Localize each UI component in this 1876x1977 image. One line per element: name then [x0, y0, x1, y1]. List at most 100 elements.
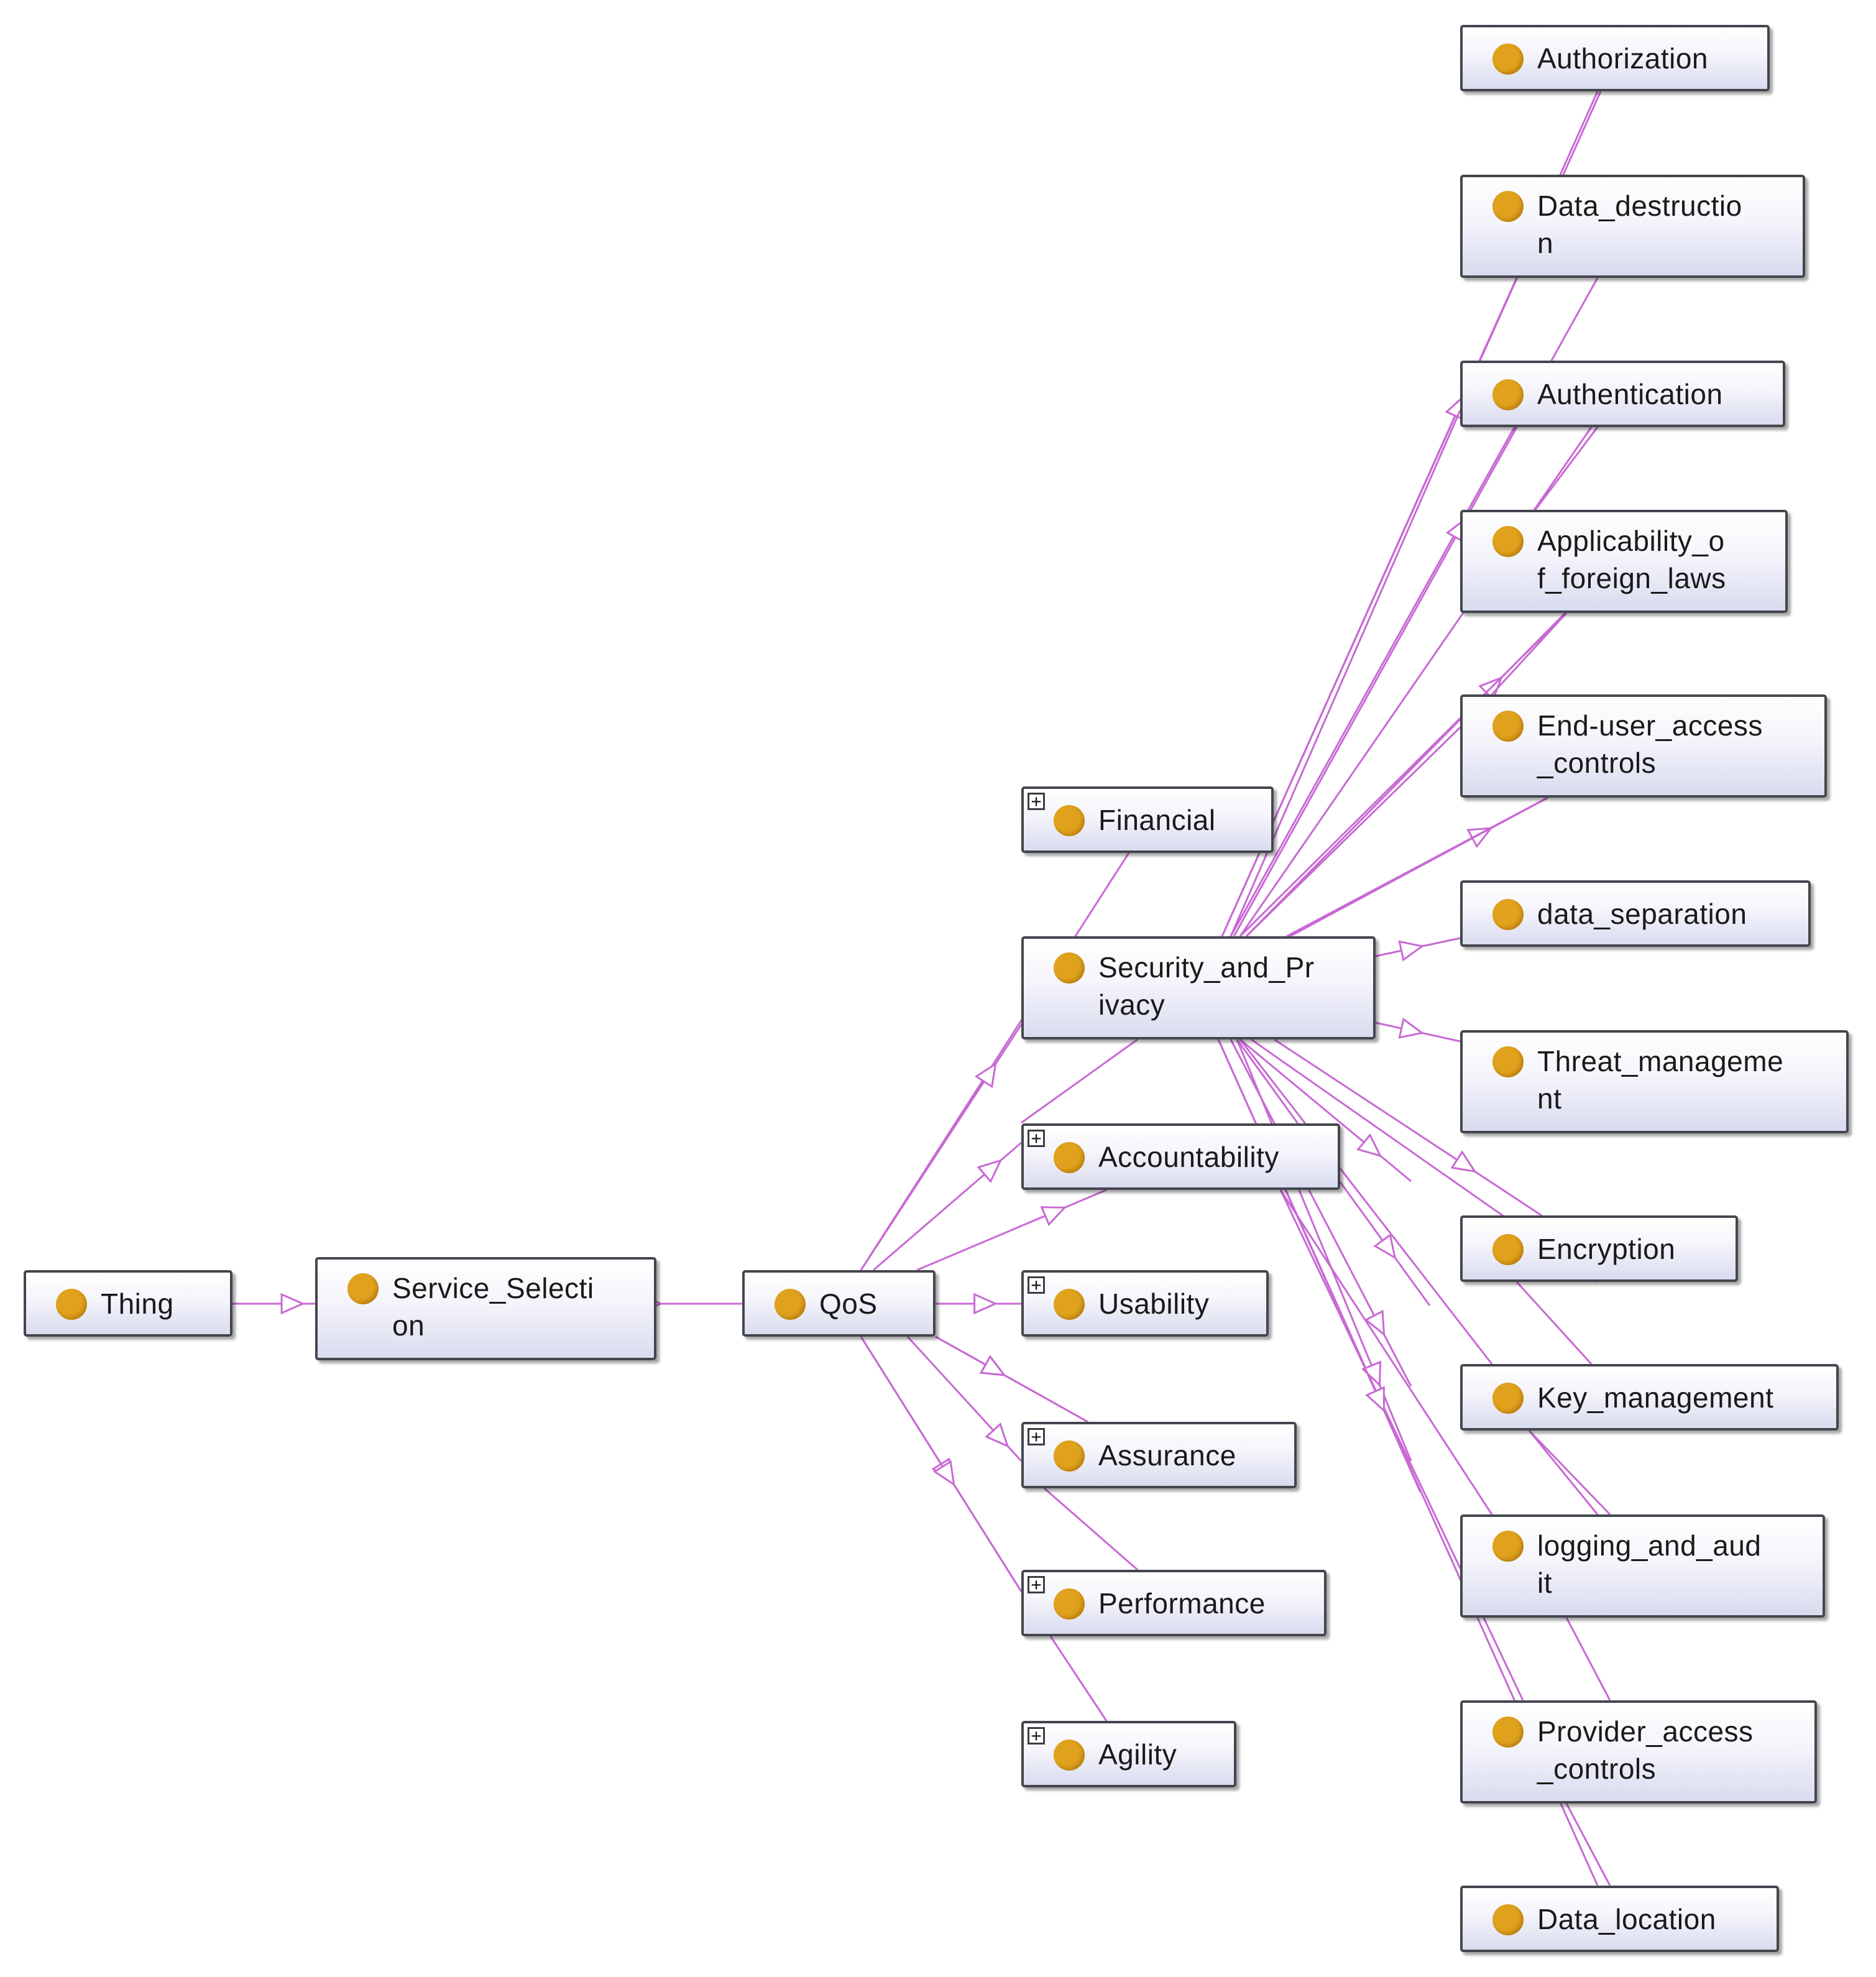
- edge-laws-enduser-link: [1491, 612, 1568, 696]
- class-circle-icon: [1492, 44, 1524, 75]
- class-node-threat-management[interactable]: Threat_manageme nt: [1460, 1030, 1849, 1133]
- class-node-thing[interactable]: Thing: [24, 1270, 232, 1337]
- class-circle-icon: [1492, 191, 1524, 222]
- class-node-label: Assurance: [1098, 1439, 1236, 1472]
- arrowhead-sp-logging-arrow: [1364, 1309, 1386, 1337]
- class-circle-icon: [1054, 1142, 1085, 1173]
- edge-qos-accountability-upper: [916, 1189, 1107, 1271]
- class-node-label: End-user_access _controls: [1537, 709, 1763, 779]
- class-node-label: Security_and_Pr ivacy: [1098, 951, 1315, 1021]
- edge-authn-laws-link: [1534, 426, 1599, 510]
- edge-sp-enduser-upper: [1245, 726, 1461, 938]
- arrowhead-qos-to-accountability: [977, 1159, 1003, 1184]
- class-circle-icon: [1492, 526, 1524, 557]
- class-node-label: Authentication: [1537, 378, 1723, 410]
- class-node-label: Encryption: [1537, 1233, 1676, 1265]
- expand-plus-icon[interactable]: +: [1028, 793, 1045, 810]
- class-node-key-management[interactable]: Key_management: [1460, 1364, 1839, 1431]
- class-node-data-destruction[interactable]: Data_destructio n: [1460, 175, 1805, 278]
- class-node-label: Data_location: [1537, 1903, 1716, 1935]
- class-circle-icon: [1492, 1383, 1524, 1414]
- class-node-label: data_separation: [1537, 898, 1747, 930]
- arrowhead-qos-performance-arrow: [933, 1460, 955, 1486]
- edge-sp-keymgmt-lower: [1239, 1039, 1493, 1365]
- arrowhead-sp-encryption-lower: [1356, 1133, 1382, 1158]
- class-node-assurance[interactable]: + Assurance: [1021, 1422, 1297, 1488]
- edge-qos-to-accountability: [873, 1141, 1022, 1271]
- arrowhead-sp-keymgmt-arrow: [1373, 1233, 1397, 1260]
- edge-qos-agility-link: [1049, 1636, 1108, 1721]
- edge-sp-provider-lower: [1528, 1429, 1611, 1516]
- edge-sp-provider-arrow: [1236, 1039, 1412, 1462]
- class-node-label: Service_Selecti on: [392, 1272, 594, 1342]
- edge-sp-authentication-upper: [1230, 410, 1461, 937]
- class-node-data-separation[interactable]: data_separation: [1460, 880, 1811, 947]
- edge-keymgmt-logging-link: [1528, 1430, 1599, 1515]
- class-node-label: Key_management: [1537, 1381, 1774, 1414]
- edge-sp-location-tail: [1565, 1803, 1611, 1886]
- class-circle-icon: [1054, 1740, 1085, 1771]
- edge-security-and-privacy-to-key-management: [1375, 1021, 1461, 1043]
- arrowhead-qos-assurance-upper: [979, 1355, 1006, 1376]
- class-node-service-selection[interactable]: Service_Selecti on: [315, 1257, 656, 1360]
- class-node-label: Applicability_o f_foreign_laws: [1537, 525, 1726, 594]
- edge-qos-to-financial: [860, 852, 1130, 1271]
- class-node-usability[interactable]: + Usability: [1021, 1270, 1269, 1337]
- edge-sp-accountability-link: [1021, 1038, 1138, 1124]
- class-node-label: Usability: [1098, 1288, 1210, 1320]
- class-node-agility[interactable]: +Agility: [1021, 1721, 1236, 1787]
- arrowhead-thing-to-service-selection: [280, 1293, 305, 1315]
- expand-plus-icon[interactable]: +: [1028, 1576, 1045, 1593]
- class-node-security-and-privacy[interactable]: Security_and_Pr ivacy: [1021, 936, 1376, 1039]
- expand-plus-icon[interactable]: +: [1028, 1276, 1045, 1294]
- arrowhead-sp-location-arrow: [1365, 1386, 1386, 1413]
- class-node-financial[interactable]: + Financial: [1021, 786, 1274, 853]
- class-circle-icon: [1054, 805, 1085, 836]
- arrowhead-qos-accountability-upper: [1040, 1206, 1067, 1227]
- edge-qos-performance-arrow: [860, 1336, 1023, 1592]
- class-node-authorization[interactable]: Authorization: [1460, 25, 1770, 91]
- class-node-logging-and-audit[interactable]: logging_and_aud it: [1460, 1514, 1825, 1618]
- class-node-provider-access-controls[interactable]: Provider_access _controls: [1460, 1700, 1817, 1804]
- class-node-data-location[interactable]: Data_location: [1460, 1886, 1779, 1952]
- class-node-encryption[interactable]: Encryption: [1460, 1215, 1738, 1282]
- class-circle-icon: [1492, 1234, 1524, 1265]
- arrowhead-sp-provider-arrow: [1361, 1360, 1382, 1388]
- arrowhead-security-and-privacy-to-encryption: [1398, 940, 1425, 962]
- class-node-end-user-access-controls[interactable]: End-user_access _controls: [1460, 694, 1827, 798]
- edge-qos-performance-link: [1044, 1487, 1138, 1571]
- edge-qos-assurance-upper: [935, 1335, 1088, 1423]
- class-circle-icon: [1054, 1440, 1085, 1472]
- arrowhead-security-and-privacy-to-threat-management: [1466, 827, 1493, 849]
- class-node-label: Authorization: [1537, 42, 1708, 75]
- class-node-qos[interactable]: QoS: [742, 1270, 936, 1337]
- class-node-label: Data_destructio n: [1537, 190, 1742, 259]
- expand-plus-icon[interactable]: +: [1028, 1428, 1045, 1445]
- arrowhead-qos-to-performance: [931, 1457, 954, 1484]
- class-node-label: QoS: [819, 1288, 878, 1320]
- class-node-accountability[interactable]: + Accountability: [1021, 1123, 1340, 1190]
- class-node-label: Accountability: [1098, 1141, 1279, 1173]
- edge-qos-to-agility: [935, 1335, 1088, 1423]
- edge-security-and-privacy-to-encryption: [1375, 937, 1461, 957]
- class-node-applicability-foreign-laws[interactable]: Applicability_o f_foreign_laws: [1460, 510, 1788, 613]
- edge-sp-location-lower: [1565, 1617, 1611, 1701]
- class-node-performance[interactable]: +Performance: [1021, 1570, 1327, 1636]
- class-circle-icon: [1492, 1531, 1524, 1562]
- class-node-label: Thing: [101, 1288, 174, 1320]
- expand-plus-icon[interactable]: +: [1028, 1727, 1045, 1744]
- class-node-authentication[interactable]: Authentication: [1460, 361, 1785, 427]
- expand-plus-icon[interactable]: +: [1028, 1130, 1045, 1147]
- arrowhead-security-and-privacy-to-logging-and-audit: [1450, 1150, 1477, 1173]
- class-circle-icon: [1492, 1717, 1524, 1748]
- class-circle-icon: [1054, 952, 1085, 984]
- edge-dd-authn-link: [1478, 277, 1518, 361]
- edge-qos-to-assurance: [906, 1335, 1023, 1462]
- edge-encryption-keymgmt-link: [1515, 1281, 1593, 1365]
- class-node-label: Financial: [1098, 804, 1216, 836]
- arrowhead-qos-to-security-and-privacy: [974, 1062, 997, 1089]
- class-circle-icon: [1492, 711, 1524, 742]
- class-circle-icon: [347, 1273, 379, 1304]
- class-circle-icon: [1492, 379, 1524, 410]
